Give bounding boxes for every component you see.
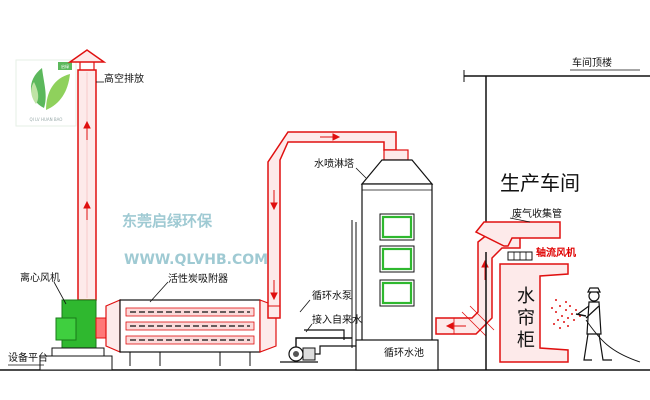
label-waste-gas-pipe: 废气收集管 xyxy=(512,207,562,220)
spray-gun-icon xyxy=(575,313,587,317)
circulation-pool xyxy=(355,339,439,371)
axial-fan xyxy=(507,251,533,261)
label-circulation-pump: 循环水泵 xyxy=(312,289,352,302)
fan-motor xyxy=(55,317,77,341)
label-workshop: 生产车间 xyxy=(500,171,580,195)
label-centrifugal-fan: 离心风机 xyxy=(20,271,60,284)
logo-frame xyxy=(15,59,77,127)
tower-window xyxy=(381,215,413,239)
tower-window xyxy=(381,247,413,271)
label-carbon-adsorber: 活性炭吸附器 xyxy=(168,272,228,285)
water-curtain-cabinet xyxy=(499,263,569,363)
label-exhaust: 高空排放 xyxy=(104,72,144,85)
spray-tower xyxy=(351,149,439,371)
logo-badge-text: 启绿 xyxy=(61,63,69,69)
label-spray-tower: 水喷淋塔 xyxy=(314,157,354,170)
logo-name: QI LV HUAN BAO xyxy=(30,117,63,122)
watermark-website: WWW.QLVHB.COM xyxy=(124,252,268,268)
label-circulation-pool: 循环水池 xyxy=(384,346,424,359)
stack-cap xyxy=(67,49,107,63)
label-axial-fan: 轴流风机 xyxy=(536,246,576,259)
logo-badge xyxy=(58,62,72,70)
equipment-platform xyxy=(39,355,113,371)
carbon-adsorber xyxy=(105,299,277,366)
watermark-company: 东莞启绿环保 xyxy=(122,212,213,230)
label-equipment-platform: 设备平台 xyxy=(8,351,48,364)
company-logo: 启绿 QI LV HUAN BAO xyxy=(15,59,77,127)
workshop-building xyxy=(463,70,650,370)
label-tap-water: 接入自来水 xyxy=(312,313,362,326)
tower-window xyxy=(381,281,413,305)
worker-figure xyxy=(575,287,641,363)
fan-base xyxy=(51,347,105,357)
centrifugal-fan xyxy=(51,299,107,357)
waste-gas-collection-pipe xyxy=(474,221,561,247)
label-workshop-roof: 车间顶楼 xyxy=(572,56,612,69)
label-water-curtain: 水帘柜 xyxy=(517,286,535,351)
flow-arrows-up xyxy=(83,120,91,220)
circulation-pump xyxy=(280,329,356,363)
leaf-icon xyxy=(46,74,70,110)
leaf-icon xyxy=(31,82,39,104)
